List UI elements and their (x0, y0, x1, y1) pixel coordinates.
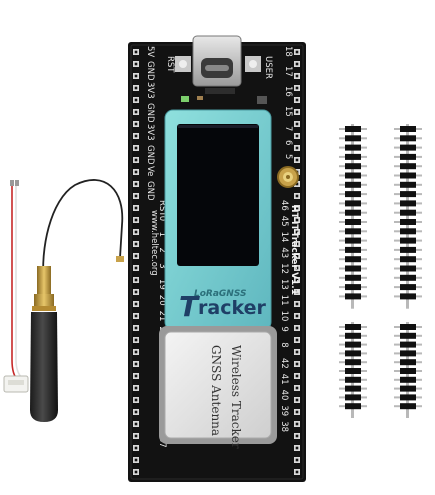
pin-header-strip (394, 124, 422, 309)
jst-wire (3, 180, 29, 393)
left-pin-label: 1 (157, 232, 167, 237)
right-column-labels: 46 45 14 43 12 13 11 10 9 8 42 41 40 39 38 (279, 200, 289, 432)
gnss-line-2: GNSS Antenna (209, 345, 223, 436)
rst-button-label: RST (165, 56, 175, 73)
left-pin-label: 19 (157, 279, 167, 290)
left-pin-label: 37 (157, 437, 167, 448)
rst-button[interactable] (175, 56, 191, 72)
left-pin-label: 3 (157, 263, 167, 268)
right-pin-label: 13 (279, 279, 289, 290)
right-pin-label: 38 (279, 421, 289, 432)
user-button[interactable] (245, 56, 261, 72)
gnss-module: Wireless Tracker GNSS Antenna (159, 326, 277, 449)
top-pin-label: 6 (283, 140, 293, 145)
top-pin-label: 5V (145, 46, 155, 57)
left-pin-label: RST (157, 200, 167, 217)
right-pin-label: 42 (279, 358, 289, 369)
top-pin-label: GND (145, 61, 155, 81)
pin-header-strip (394, 322, 422, 418)
right-pin-label: 40 (279, 390, 289, 401)
top-pin-label: 7 (283, 126, 293, 131)
pin-headers (339, 124, 422, 418)
right-pin-label: 8 (279, 342, 289, 347)
top-pin-label: GND (145, 145, 155, 165)
top-pin-label: 17 (283, 66, 293, 77)
display-title: racker (198, 297, 266, 319)
right-pin-label: 9 (279, 326, 289, 331)
top-pin-label: 18 (283, 46, 293, 57)
lora-antenna (30, 179, 124, 422)
right-pin-label: 46 (279, 200, 289, 211)
board-model-text: HT-IT-Tracker V1.1 (289, 205, 299, 295)
left-pin-label: 20 (157, 295, 167, 306)
gnss-line-1: Wireless Tracker (229, 345, 243, 449)
right-pin-label: 11 (279, 295, 289, 306)
pin-header-strip (339, 322, 367, 418)
top-pin-label: 15 (283, 106, 293, 117)
top-pin-label: Ve (145, 166, 155, 176)
board-url-text: www.heltec.org (149, 210, 159, 276)
top-pin-label: 3V3 (145, 124, 155, 141)
left-pin-label: 0 (157, 216, 167, 221)
right-pin-label: 43 (279, 247, 289, 258)
pin-holes (133, 49, 300, 475)
ipex-connector (277, 166, 299, 188)
pin-header-strip (339, 124, 367, 309)
user-button-label: USER (263, 56, 273, 79)
left-pin-label: 2 (157, 247, 167, 252)
right-pin-label: 45 (279, 216, 289, 227)
usb-c-port[interactable] (192, 35, 242, 87)
left-pin-label: 21 (157, 311, 167, 322)
right-pin-label: 12 (279, 263, 289, 274)
right-pin-label: 10 (279, 311, 289, 322)
top-pin-label: GND (145, 181, 155, 201)
top-pin-label: 5 (283, 154, 293, 159)
right-pin-label: 39 (279, 405, 289, 416)
right-pin-label: 41 (279, 374, 289, 385)
top-right-pin-labels: 181716157654 (283, 46, 293, 173)
top-pin-label: GND (145, 103, 155, 123)
right-pin-label: 14 (279, 232, 289, 243)
top-pin-label: 16 (283, 86, 293, 97)
tft-display: LoRaGNSS T racker (164, 109, 272, 331)
display-logo-letter: T (179, 290, 200, 323)
top-pin-label: 3V3 (145, 82, 155, 99)
display-subtitle: LoRaGNSS (194, 289, 246, 299)
